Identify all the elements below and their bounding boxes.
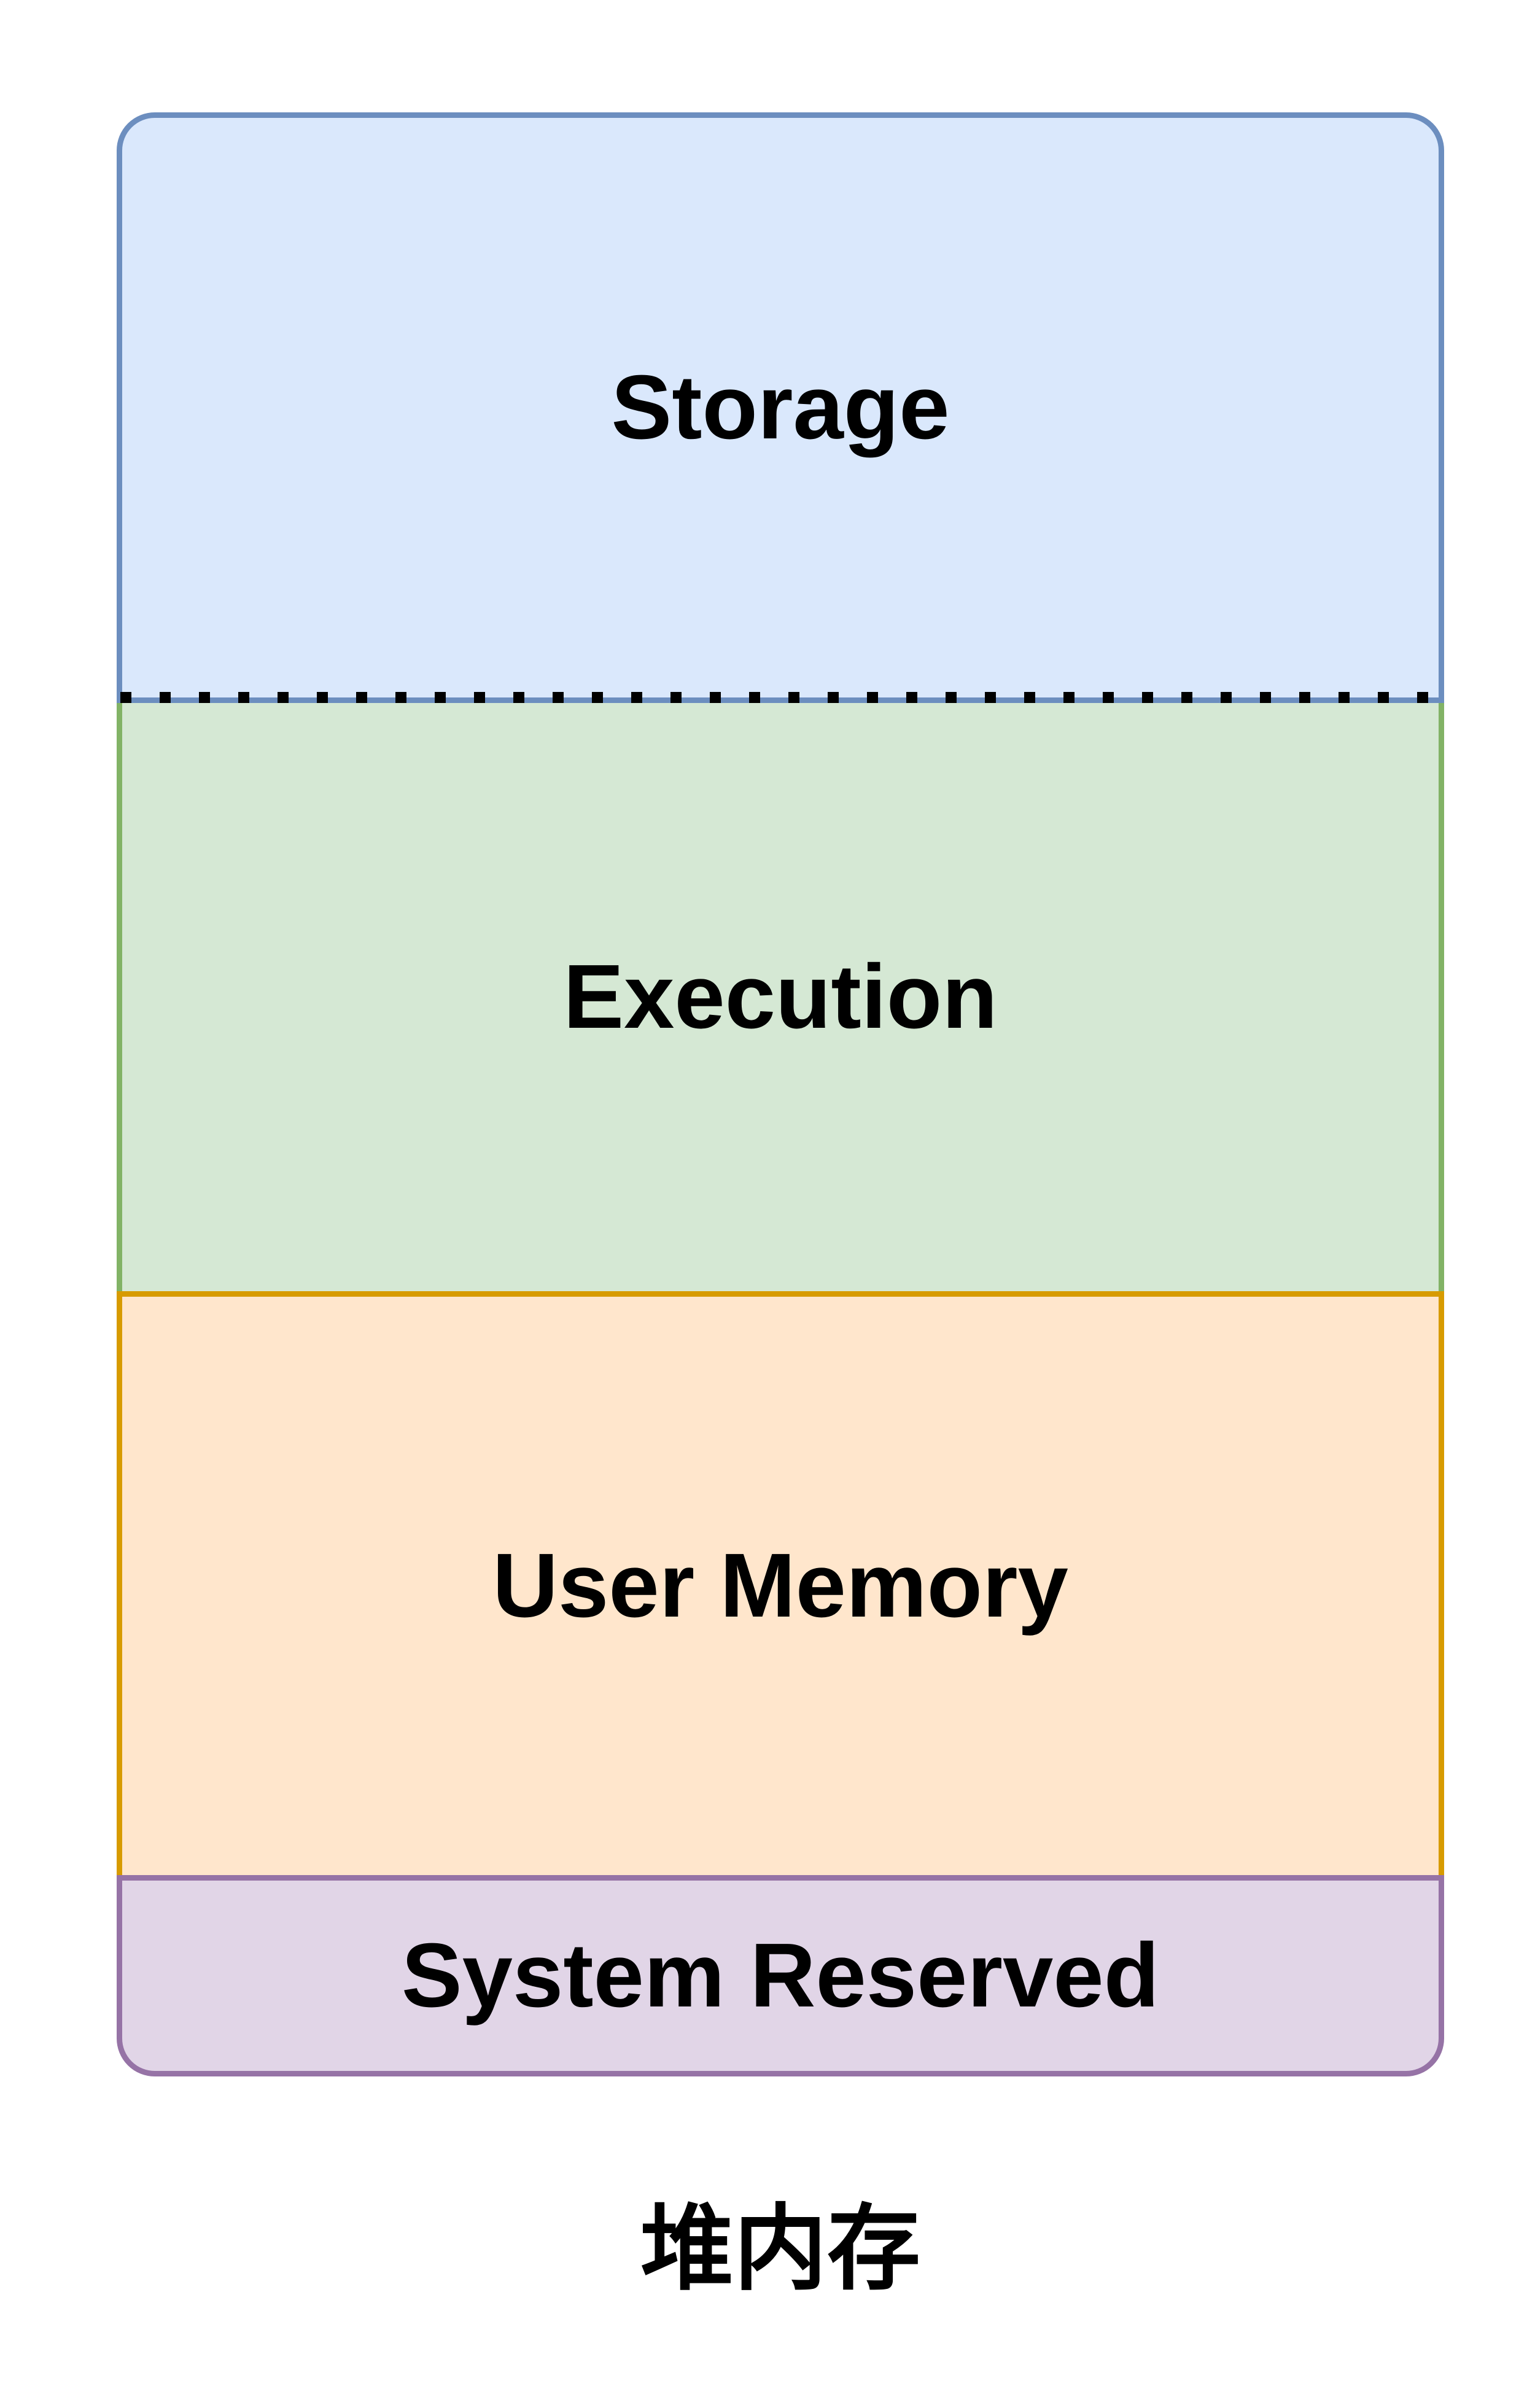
storage-label: Storage xyxy=(611,357,950,458)
section-execution: Execution xyxy=(117,703,1444,1291)
user-memory-label: User Memory xyxy=(492,1535,1068,1636)
section-storage: Storage xyxy=(117,112,1444,703)
section-system-reserved: System Reserved xyxy=(117,1875,1444,2076)
system-reserved-label: System Reserved xyxy=(401,1925,1160,2026)
section-user-memory: User Memory xyxy=(117,1291,1444,1875)
execution-label: Execution xyxy=(563,946,998,1047)
memory-box: Storage Execution User Memory System Res… xyxy=(117,112,1444,2076)
diagram-caption: 堆内存 xyxy=(640,2197,920,2301)
